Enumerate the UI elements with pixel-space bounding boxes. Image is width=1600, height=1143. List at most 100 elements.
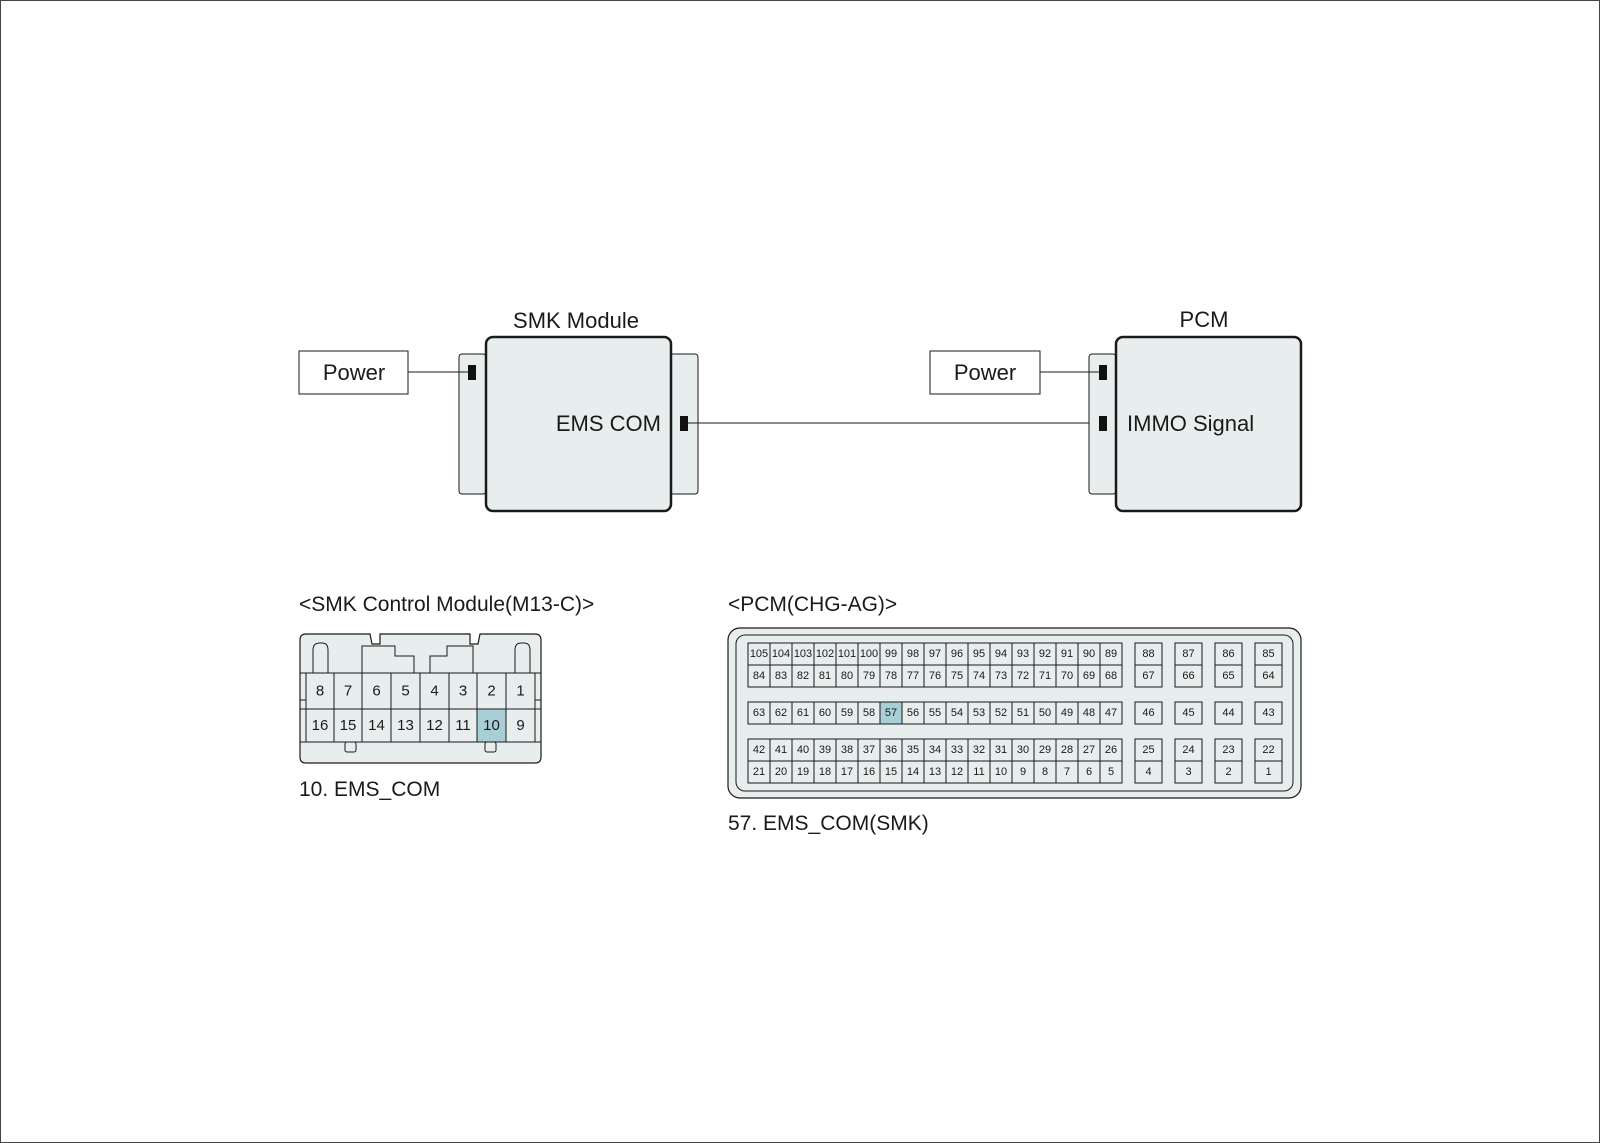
pcm-pin-49: 49 — [1055, 701, 1079, 725]
pcm-pin-68-cell — [1099, 664, 1123, 688]
pcm-pin-48: 48 — [1077, 701, 1101, 725]
pcm-pin-20-number: 20 — [775, 766, 787, 778]
pcm-pin-45: 45 — [1174, 701, 1203, 725]
pcm-pin-12-number: 12 — [951, 766, 963, 778]
pcm-pin-2: 2 — [1214, 760, 1243, 784]
pcm-pin-9: 9 — [1011, 760, 1035, 784]
pcm-pin-96: 96 — [945, 642, 969, 666]
pcm-pin-95-number: 95 — [973, 648, 985, 660]
pcm-pin-25-number: 25 — [1142, 744, 1154, 756]
smk-key-left — [361, 645, 415, 673]
pcm-pin-2-cell — [1214, 760, 1243, 784]
pcm-pin-16-number: 16 — [863, 766, 875, 778]
smk-pin-1-number: 1 — [516, 683, 524, 700]
pcm-pin-87: 87 — [1174, 642, 1203, 666]
pcm-pin-98: 98 — [901, 642, 925, 666]
pcm-pin-58-number: 58 — [863, 707, 875, 719]
pcm-pin-102-number: 102 — [816, 648, 834, 660]
pcm-pin-47-cell — [1099, 701, 1123, 725]
pcm-pin-29: 29 — [1033, 738, 1057, 762]
pcm-pin-100: 100 — [857, 642, 881, 666]
pcm-pin-67: 67 — [1134, 664, 1163, 688]
pcm-pin-64-cell — [1254, 664, 1283, 688]
pcm-pin-92-number: 92 — [1039, 648, 1051, 660]
pcm-pin-35-number: 35 — [907, 744, 919, 756]
pcm-pin-54-number: 54 — [951, 707, 963, 719]
pcm-pin-66-number: 66 — [1182, 670, 1194, 682]
pcm-pin-56-number: 56 — [907, 707, 919, 719]
pcm-pin-43: 43 — [1254, 701, 1283, 725]
pcm-pin-73-number: 73 — [995, 670, 1007, 682]
pcm-pin-27: 27 — [1077, 738, 1101, 762]
pcm-pin-79: 79 — [857, 664, 881, 688]
pcm-pin-6-number: 6 — [1086, 766, 1092, 778]
smk-latch-right — [514, 642, 531, 673]
pcm-pin-16: 16 — [857, 760, 881, 784]
smk-pin-7-number: 7 — [344, 683, 352, 700]
pcm-pin-54: 54 — [945, 701, 969, 725]
pcm-pin-101-number: 101 — [838, 648, 856, 660]
pcm-pin-31-number: 31 — [995, 744, 1007, 756]
pcm-pin-3-number: 3 — [1185, 766, 1191, 778]
smk-pin-13-number: 13 — [397, 717, 414, 734]
pcm-pin-67-cell — [1134, 664, 1163, 688]
pcm-pin-84-number: 84 — [753, 670, 765, 682]
smk-pin-1: 1 — [505, 672, 536, 710]
pcm-pin-17: 17 — [835, 760, 859, 784]
pcm-pin-72: 72 — [1011, 664, 1035, 688]
pcm-power-label: Power — [954, 360, 1016, 385]
pcm-pin-34: 34 — [923, 738, 947, 762]
pcm-pin-43-cell — [1254, 701, 1283, 725]
pcm-pin-23-number: 23 — [1222, 744, 1234, 756]
smk-pin-12-number: 12 — [426, 717, 443, 734]
pcm-pin-97: 97 — [923, 642, 947, 666]
pcm-pin-83-number: 83 — [775, 670, 787, 682]
pcm-pin-59-number: 59 — [841, 707, 853, 719]
pcm-pin-51: 51 — [1011, 701, 1035, 725]
pcm-pin-53: 53 — [967, 701, 991, 725]
pcm-pin-88: 88 — [1134, 642, 1163, 666]
smk-pin-15-number: 15 — [340, 717, 357, 734]
smk-pin-6-number: 6 — [372, 683, 380, 700]
pcm-pin-74: 74 — [967, 664, 991, 688]
pcm-pin-91: 91 — [1055, 642, 1079, 666]
pcm-pin-36-number: 36 — [885, 744, 897, 756]
pcm-pin-37-number: 37 — [863, 744, 875, 756]
pcm-pin-64-number: 64 — [1262, 670, 1274, 682]
pcm-pin-1-number: 1 — [1265, 766, 1271, 778]
smk-pin-4-number: 4 — [430, 683, 438, 700]
smk-connector-caption: 10. EMS_COM — [299, 778, 440, 801]
pcm-pin-105: 105 — [747, 642, 771, 666]
pcm-pin-78: 78 — [879, 664, 903, 688]
pcm-pin-14: 14 — [901, 760, 925, 784]
pcm-pin-4-number: 4 — [1145, 766, 1151, 778]
smk-pin-15-cell — [333, 708, 363, 743]
pcm-pin-81-number: 81 — [819, 670, 831, 682]
pcm-pin-32: 32 — [967, 738, 991, 762]
smk-pin-16-cell — [305, 708, 335, 743]
smk-pin-5-number: 5 — [401, 683, 409, 700]
pcm-pin-33-number: 33 — [951, 744, 963, 756]
smk-pin-3-number: 3 — [459, 683, 467, 700]
pcm-pin-51-number: 51 — [1017, 707, 1029, 719]
pcm-pin-40-number: 40 — [797, 744, 809, 756]
pcm-pin-38-number: 38 — [841, 744, 853, 756]
pcm-pin-2-number: 2 — [1225, 766, 1231, 778]
pcm-pin-36: 36 — [879, 738, 903, 762]
pcm-pin-11: 11 — [967, 760, 991, 784]
pcm-pin-77-number: 77 — [907, 670, 919, 682]
pcm-pin-27-number: 27 — [1083, 744, 1095, 756]
pcm-pin-21-number: 21 — [753, 766, 765, 778]
pcm-pin-95: 95 — [967, 642, 991, 666]
pcm-pin-58: 58 — [857, 701, 881, 725]
pcm-pin-90: 90 — [1077, 642, 1101, 666]
pcm-pin-103: 103 — [791, 642, 815, 666]
pcm-pin-52-number: 52 — [995, 707, 1007, 719]
smk-pin-5: 5 — [390, 672, 421, 710]
pcm-pin-34-number: 34 — [929, 744, 941, 756]
pcm-pin-50: 50 — [1033, 701, 1057, 725]
pcm-pin-98-number: 98 — [907, 648, 919, 660]
pcm-pin-68-number: 68 — [1105, 670, 1117, 682]
smk-module-box — [484, 335, 673, 513]
